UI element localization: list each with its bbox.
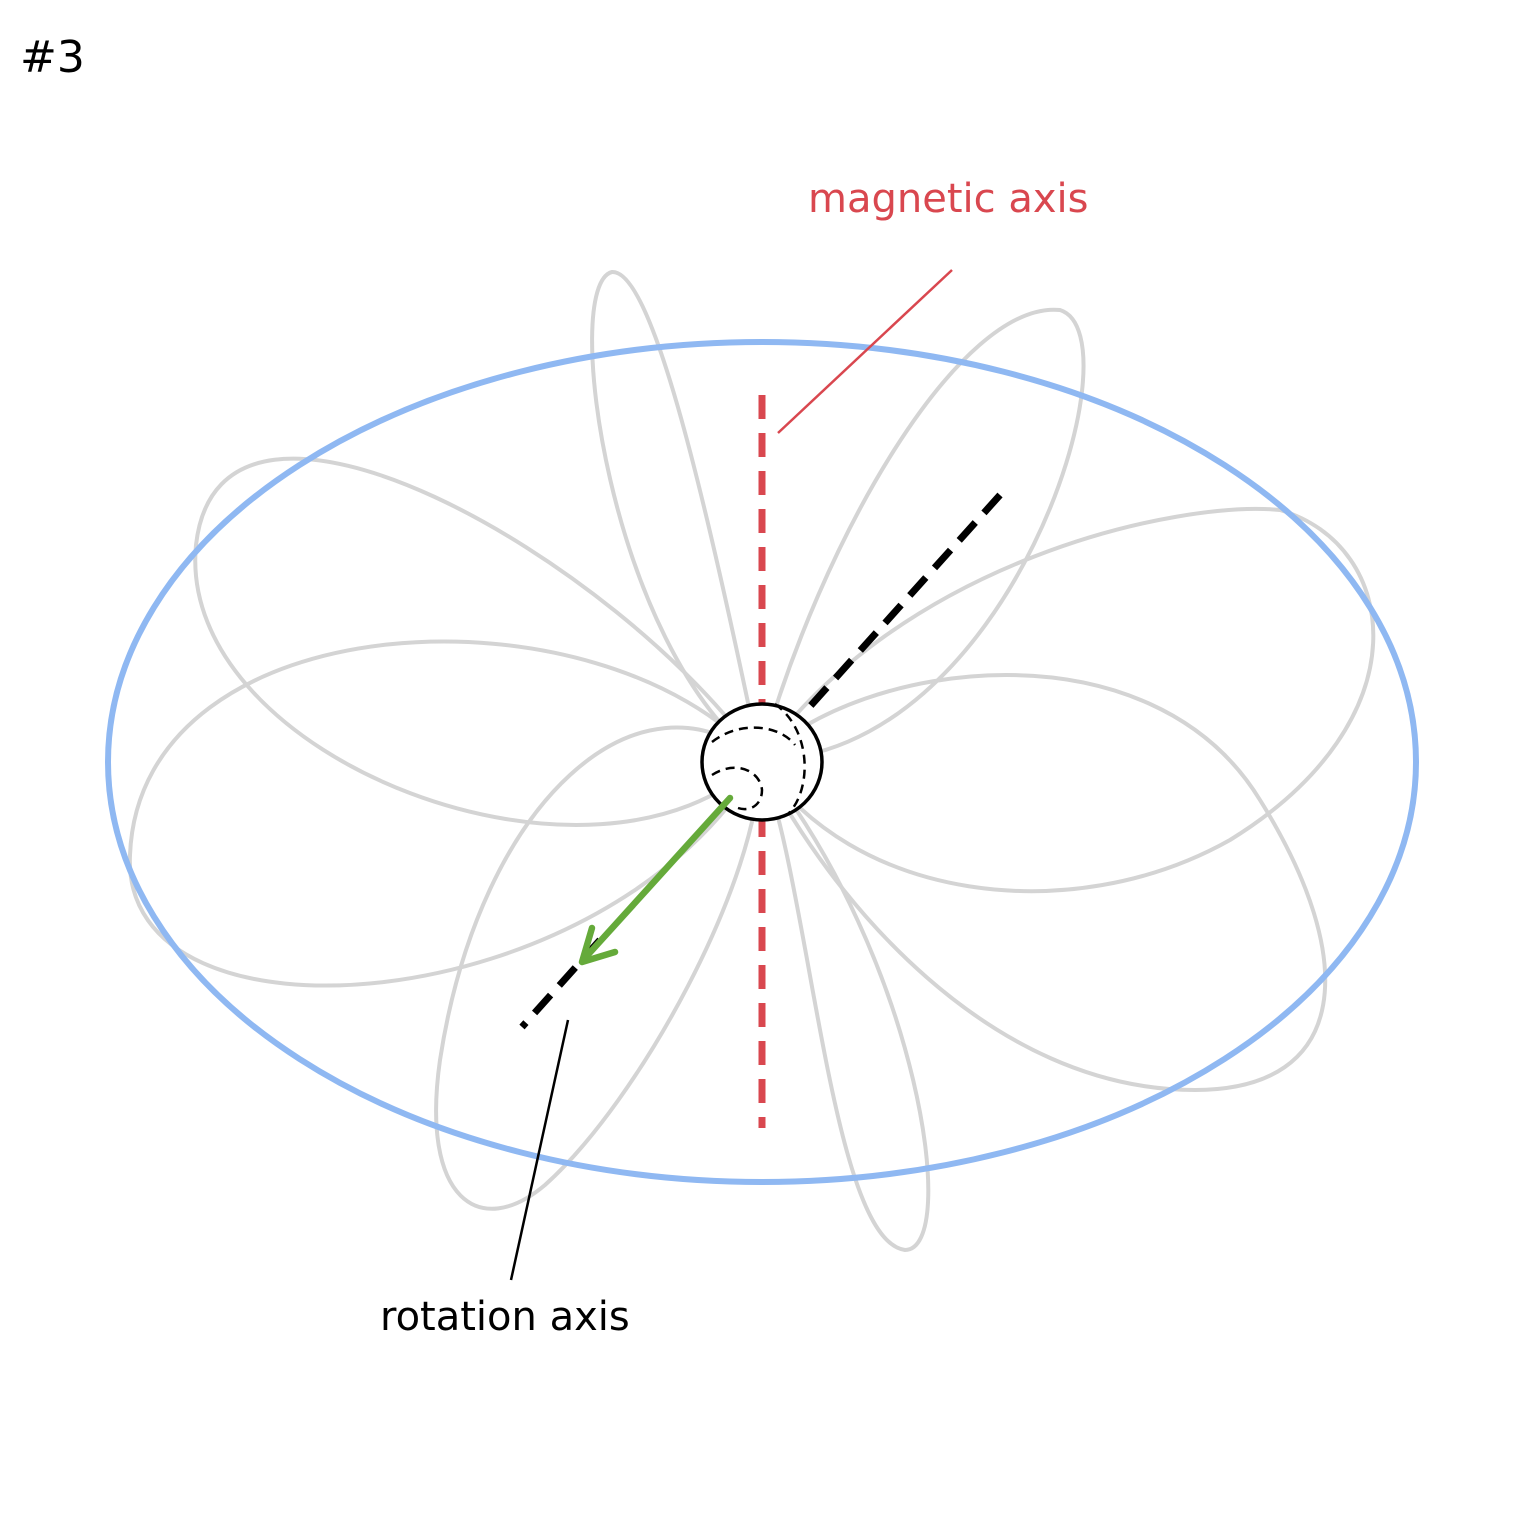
- direction-arrow-head: [578, 924, 619, 966]
- field-loop-top: [590, 269, 764, 765]
- field-lines: [127, 269, 1376, 1253]
- star-meridian: [774, 702, 806, 815]
- magnetic-axis-leader: [777, 269, 953, 434]
- field-loop-top-right: [757, 307, 1086, 763]
- rotation-axis-label: rotation axis: [380, 1294, 630, 1340]
- field-loop-right: [757, 506, 1376, 894]
- direction-arrow-shaft: [581, 794, 734, 962]
- field-loop-left: [127, 639, 763, 988]
- star-latitude-inner: [711, 766, 764, 811]
- magnetic-axis-label: magnetic axis: [808, 176, 1088, 222]
- rotation-axis-upper: [802, 492, 1003, 715]
- star-outline: [700, 702, 824, 822]
- field-loop-bottom-right: [757, 673, 1328, 1093]
- direction-arrow: [578, 794, 734, 966]
- rotation-axis-leader: [509, 1019, 570, 1281]
- star-latitude-outer: [711, 726, 796, 746]
- field-loop-bottom: [758, 758, 931, 1253]
- neutron-star: [700, 702, 824, 822]
- figure-number: #3: [20, 32, 85, 83]
- field-loop-bottom-left: [434, 725, 763, 1211]
- field-loop-top-left: [193, 456, 763, 827]
- beam-ring: [105, 339, 1419, 1185]
